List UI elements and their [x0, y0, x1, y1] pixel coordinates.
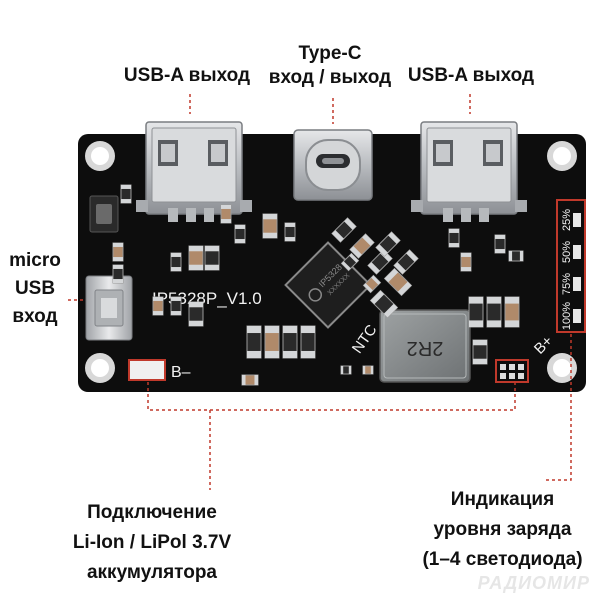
micro-usb-label-line1: micro	[9, 250, 61, 271]
smd-component	[383, 267, 413, 297]
smd-component	[331, 217, 357, 243]
smd-component	[204, 245, 220, 271]
battery-minus-pad	[128, 359, 166, 381]
charge-led	[573, 277, 581, 291]
smd-component	[369, 289, 399, 319]
indicator-label-line3: (1–4 светодиода)	[422, 549, 583, 570]
battery-label-line2: Li-Ion / LiPol 3.7V	[72, 532, 232, 553]
smd-component	[152, 296, 164, 316]
charge-led	[573, 309, 581, 323]
micro-usb-label: micro USB вход	[0, 247, 70, 331]
board-version-label: IP5328P_V1.0	[152, 289, 262, 308]
usb-a-right-label-text: USB-A выход	[407, 65, 535, 86]
led-level-label: 75%	[561, 273, 573, 295]
micro-usb-label-line3: вход	[12, 306, 58, 327]
led-level-label: 25%	[561, 209, 573, 231]
smd-component	[188, 301, 204, 327]
smd-component	[284, 222, 296, 242]
smd-component	[448, 228, 460, 248]
smd-component	[234, 224, 246, 244]
battery-connection-label: Подключение Li-Ion / LiPol 3.7V аккумуля…	[52, 498, 252, 588]
inductor-label: 2R2	[407, 337, 444, 359]
smd-component	[508, 250, 524, 262]
battery-label-line3: аккумулятора	[86, 562, 217, 583]
watermark-logo: РАДИОМИР	[477, 573, 590, 593]
smd-component	[112, 264, 124, 284]
led-level-label: 100%	[561, 302, 573, 330]
charge-led	[573, 213, 581, 227]
callout-lines	[68, 94, 572, 490]
smd-component	[340, 365, 352, 375]
inductor: 2R2	[379, 309, 471, 383]
type-c-port	[293, 129, 373, 201]
type-c-label-line2: вход / выход	[268, 67, 392, 88]
smd-component	[246, 325, 262, 359]
usb-a-left-label: USB-A выход	[112, 64, 262, 88]
smd-component	[504, 296, 520, 328]
callout-line-indicator	[545, 334, 572, 481]
smd-component	[300, 325, 316, 359]
led-level-label: 50%	[561, 241, 573, 263]
callout-line-battery	[147, 382, 516, 411]
led-level-labels: 25% 50% 75% 100%	[561, 209, 581, 330]
battery-label-line1: Подключение	[87, 502, 217, 523]
small-switch	[89, 195, 119, 233]
indicator-label-line1: Индикация	[450, 489, 555, 510]
smd-component	[282, 325, 298, 359]
mounting-holes	[85, 141, 577, 383]
charge-led	[573, 245, 581, 259]
b-minus-label: B–	[171, 364, 191, 381]
usb-a-left-label-text: USB-A выход	[123, 65, 251, 86]
smd-component	[486, 296, 502, 328]
smd-component	[112, 242, 124, 262]
smd-component	[472, 339, 488, 365]
usb-a-left-port	[136, 121, 252, 222]
type-c-label-line1: Type-C	[298, 43, 362, 64]
type-c-label: Type-C вход / выход	[250, 42, 410, 90]
smd-component	[220, 204, 232, 224]
smd-component	[362, 274, 382, 294]
smd-component	[170, 296, 182, 316]
smd-component	[120, 184, 132, 204]
smd-component	[241, 374, 259, 386]
smd-component	[393, 249, 419, 275]
usb-a-right-port	[411, 121, 527, 222]
smd-component	[340, 252, 360, 272]
smd-component	[264, 325, 280, 359]
charge-indicator-label: Индикация уровня заряда (1–4 светодиода)	[405, 485, 600, 575]
smd-component	[494, 234, 506, 254]
smd-component	[362, 365, 374, 375]
smd-components	[112, 184, 524, 386]
micro-usb-label-line2: USB	[14, 278, 56, 299]
led-array-bottom	[495, 359, 529, 383]
smd-component	[188, 245, 204, 271]
smd-component	[170, 252, 182, 272]
smd-component	[460, 252, 472, 272]
usb-a-right-label: USB-A выход	[396, 64, 546, 88]
smd-component	[349, 233, 375, 259]
smd-component	[468, 296, 484, 328]
indicator-label-line2: уровня заряда	[433, 519, 572, 540]
smd-component	[262, 213, 278, 239]
micro-usb-port	[85, 275, 133, 341]
led-indicator-area	[556, 199, 586, 333]
smd-component	[375, 231, 401, 257]
